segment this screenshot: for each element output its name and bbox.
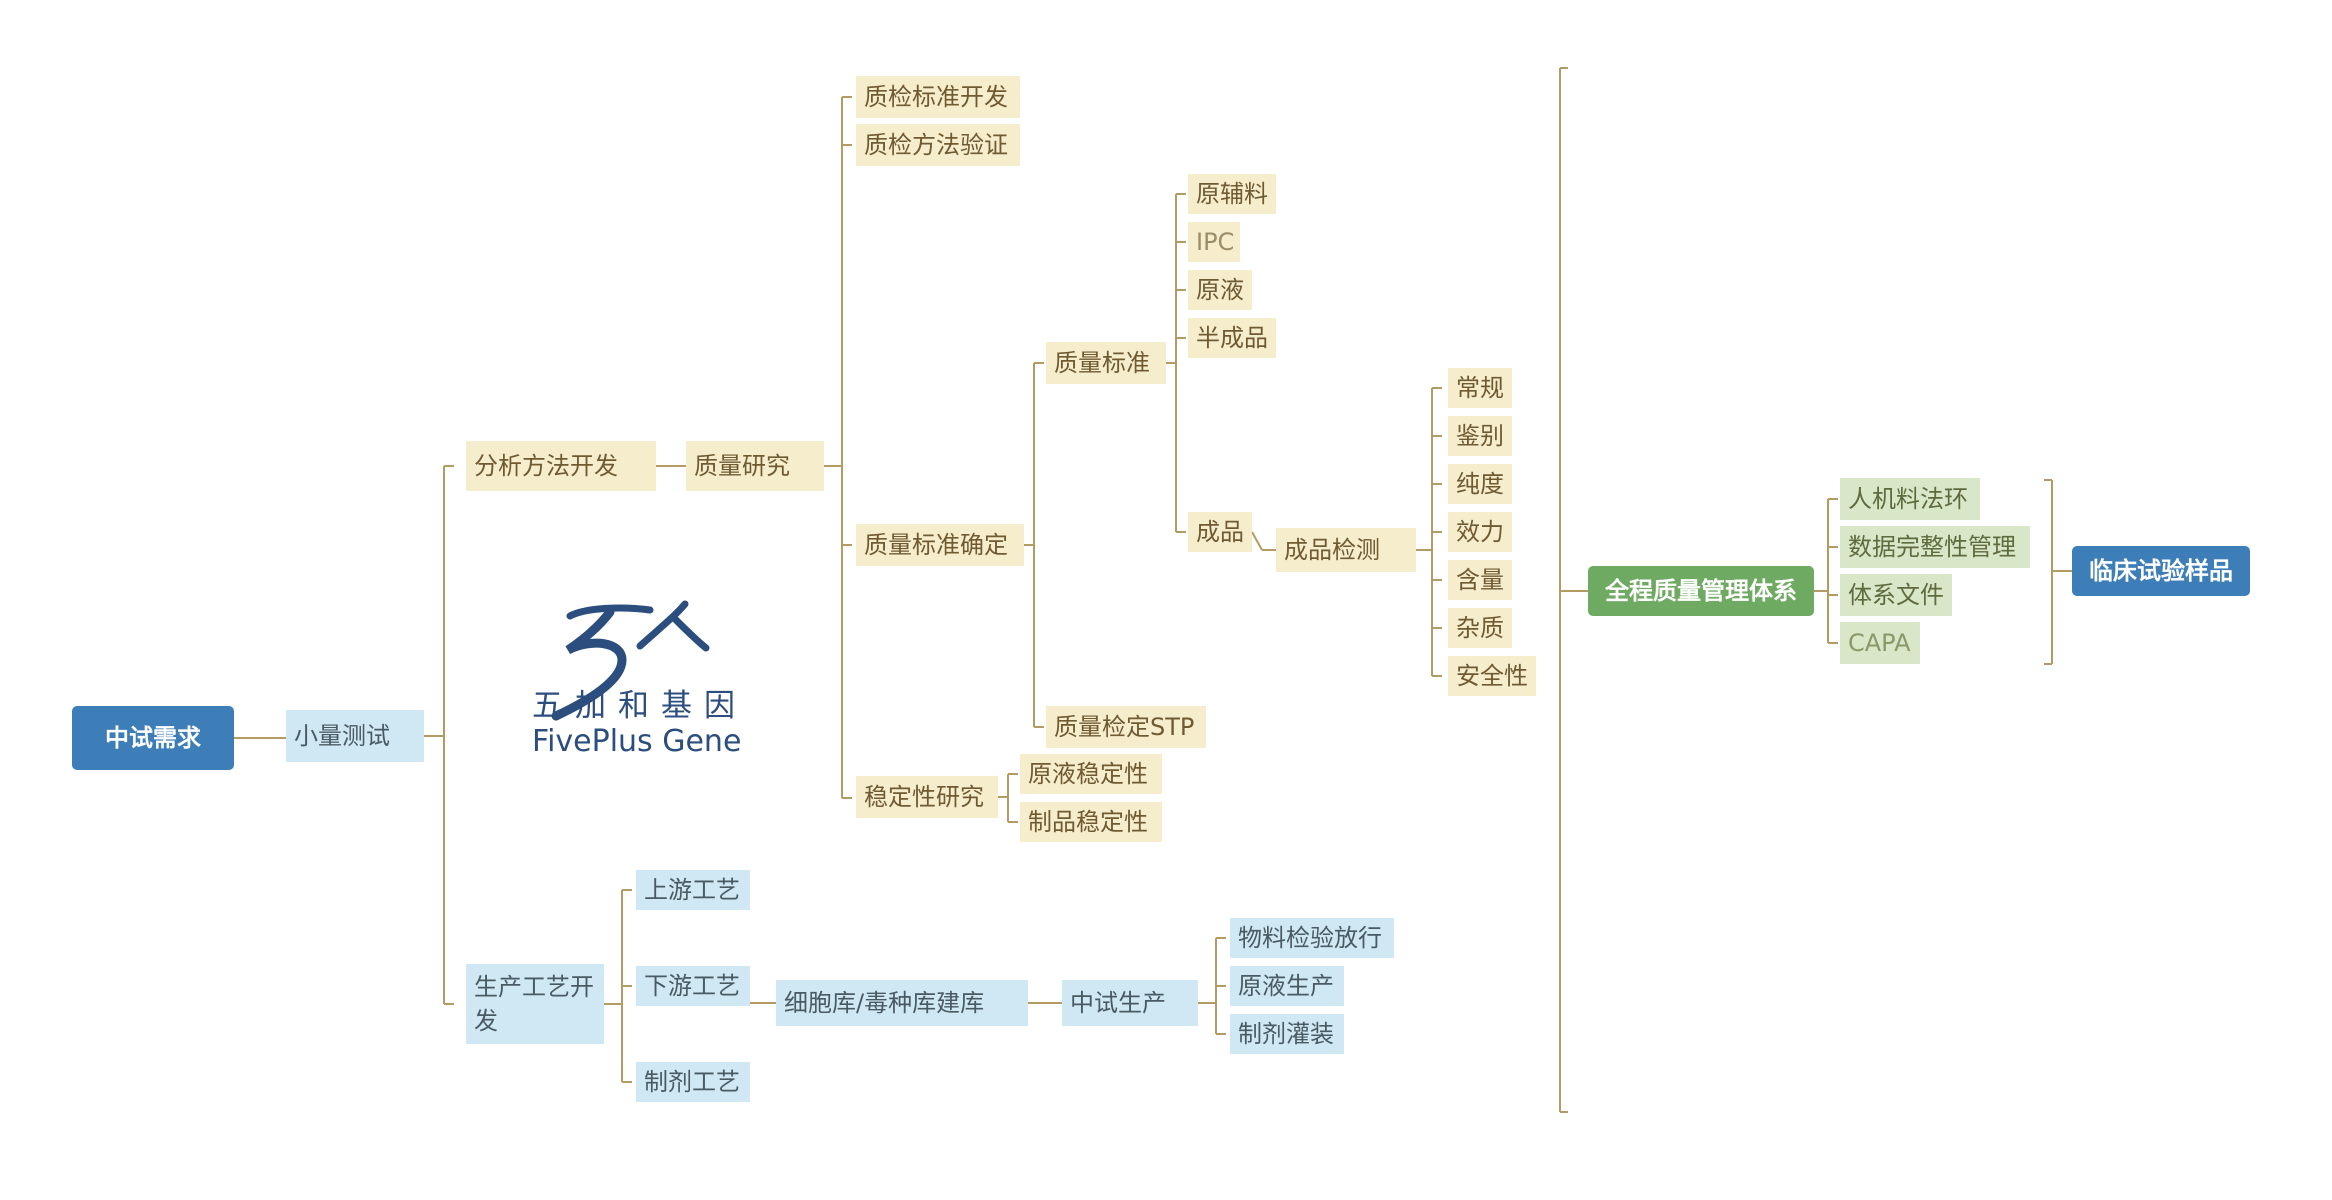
node-qc-std-dev[interactable]: 质检标准开发 [856, 76, 1020, 118]
node-finished-product[interactable]: 成品 [1188, 512, 1252, 552]
node-man-machine[interactable]: 人机料法环 [1840, 478, 1980, 520]
node-safety[interactable]: 安全性 [1448, 656, 1536, 696]
connector-finished [1251, 531, 1263, 551]
node-fill-finish[interactable]: 制剂灌装 [1230, 1014, 1344, 1054]
node-quality-std[interactable]: 质量标准 [1046, 342, 1166, 384]
node-content[interactable]: 含量 [1448, 560, 1512, 600]
node-pilot-production[interactable]: 中试生产 [1062, 980, 1198, 1026]
node-material-release[interactable]: 物料检验放行 [1230, 918, 1394, 958]
node-downstream[interactable]: 下游工艺 [636, 966, 750, 1006]
node-potency[interactable]: 效力 [1448, 512, 1512, 552]
fiveplus-logo-mark [551, 600, 710, 721]
node-stock-solution[interactable]: 原液 [1188, 270, 1252, 310]
node-analysis-dev[interactable]: 分析方法开发 [466, 441, 656, 491]
node-stock-production[interactable]: 原液生产 [1230, 966, 1344, 1006]
node-purity[interactable]: 纯度 [1448, 464, 1512, 504]
node-process-dev[interactable]: 生产工艺开发 [466, 964, 604, 1044]
logo-name-cn: 五加和基因 [532, 688, 747, 724]
node-product-stability[interactable]: 制品稳定性 [1020, 802, 1162, 842]
node-small-test[interactable]: 小量测试 [286, 710, 424, 762]
logo-name-en: FivePlus Gene [532, 724, 742, 759]
node-root[interactable]: 中试需求 [72, 706, 234, 770]
node-quality-research[interactable]: 质量研究 [686, 441, 824, 491]
node-impurity[interactable]: 杂质 [1448, 608, 1512, 648]
node-formulation[interactable]: 制剂工艺 [636, 1062, 750, 1102]
node-capa[interactable]: CAPA [1840, 622, 1920, 664]
node-stability-research[interactable]: 稳定性研究 [856, 776, 998, 818]
node-system-docs[interactable]: 体系文件 [1840, 574, 1952, 616]
node-ipc[interactable]: IPC [1188, 222, 1240, 262]
node-finished-test[interactable]: 成品检测 [1276, 528, 1416, 572]
node-identification[interactable]: 鉴别 [1448, 416, 1512, 456]
node-routine[interactable]: 常规 [1448, 368, 1512, 408]
node-cell-bank[interactable]: 细胞库/毒种库建库 [776, 980, 1028, 1026]
node-qc-method-val[interactable]: 质检方法验证 [856, 124, 1020, 166]
node-quality-std-confirm[interactable]: 质量标准确定 [856, 524, 1024, 566]
node-raw-aux[interactable]: 原辅料 [1188, 174, 1276, 214]
node-clinical-samples[interactable]: 临床试验样品 [2072, 546, 2250, 596]
node-upstream[interactable]: 上游工艺 [636, 870, 750, 910]
node-stock-stability[interactable]: 原液稳定性 [1020, 754, 1162, 794]
node-semi-product[interactable]: 半成品 [1188, 318, 1276, 358]
node-data-integrity[interactable]: 数据完整性管理 [1840, 526, 2030, 568]
node-qms[interactable]: 全程质量管理体系 [1588, 566, 1814, 616]
node-quality-stp[interactable]: 质量检定STP [1046, 706, 1206, 748]
